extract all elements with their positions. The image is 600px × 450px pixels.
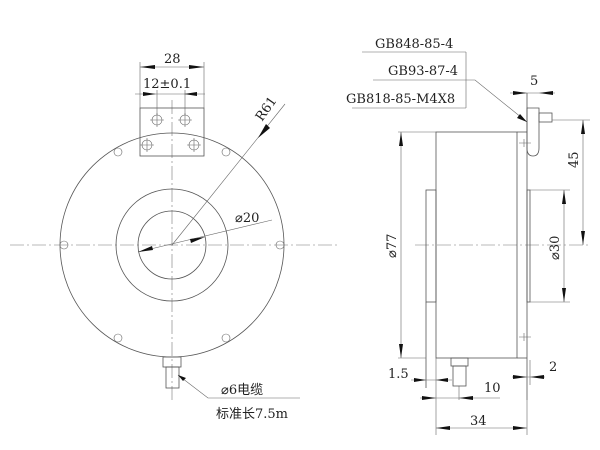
- part-washer: GB848-85-4: [375, 37, 453, 52]
- dim-boss-diameter: ⌀30: [548, 236, 563, 260]
- side-view: GB848-85-4 GB93-87-4 GB818-85-M4X8 5 45 …: [346, 37, 590, 435]
- dim-outer-diameter: ⌀77: [385, 234, 400, 258]
- dim-cable-offset: 10: [484, 381, 501, 396]
- dim-bore: ⌀20: [235, 211, 259, 226]
- front-boss: [526, 189, 531, 303]
- front-view: 28 12±0.1 R61 ⌀20 ⌀6电缆 标准长7.5m: [10, 52, 340, 422]
- dim-hole-spacing: 12±0.1: [143, 77, 191, 92]
- dim-flange: 1.5: [388, 367, 409, 382]
- bore: [137, 210, 207, 280]
- bracket-holes: [140, 113, 201, 152]
- dim-radius: R61: [253, 94, 280, 124]
- dim-height: 45: [567, 151, 582, 168]
- cable-label: ⌀6电缆: [221, 382, 263, 398]
- inner-ring: [115, 188, 229, 302]
- cable-gland-side: [450, 357, 469, 367]
- screw-holes: [59, 147, 285, 343]
- side-bracket: [526, 107, 540, 157]
- cable-gland: [162, 356, 182, 389]
- part-screw: GB818-85-M4X8: [346, 92, 455, 107]
- mounting-bracket: [139, 107, 205, 157]
- dim-width: 28: [164, 52, 181, 67]
- dim-bracket: 5: [530, 74, 538, 89]
- dim-depth: 34: [470, 414, 487, 429]
- dim-plate: 2: [549, 360, 557, 375]
- cable-length: 标准长7.5m: [216, 407, 288, 422]
- part-spring-washer: GB93-87-4: [388, 64, 458, 79]
- rear-boss: [425, 189, 437, 303]
